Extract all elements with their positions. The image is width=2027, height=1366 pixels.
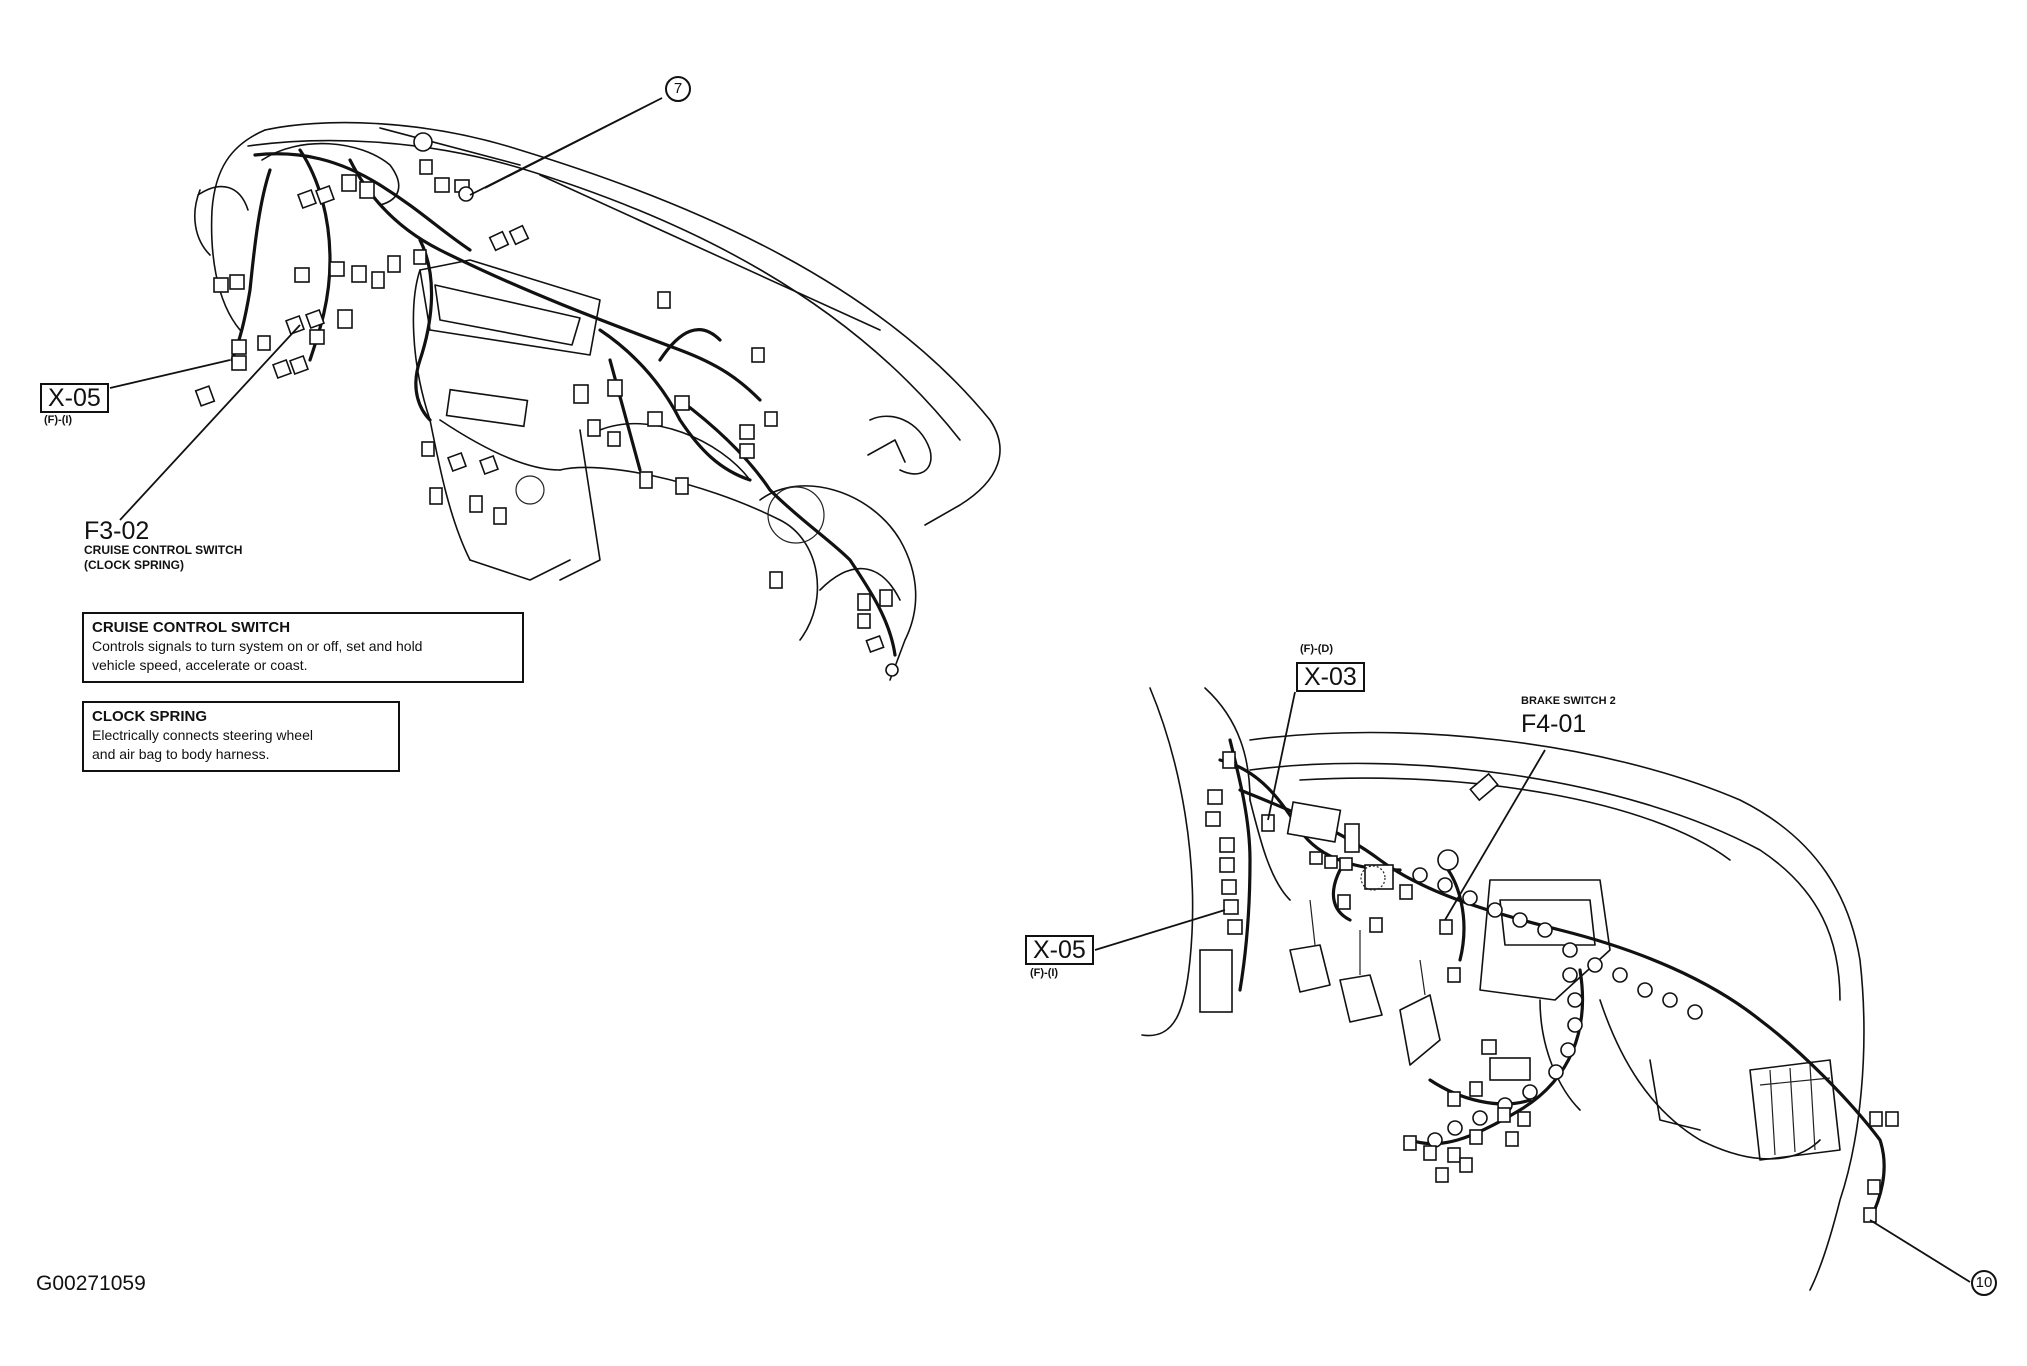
top-connectors <box>194 159 899 677</box>
callout-10-leader <box>1869 1219 1971 1283</box>
bottom-connectors <box>1199 751 1899 1223</box>
x05-connector-label-top: X-05 <box>40 383 109 413</box>
brake-switch-name: BRAKE SWITCH 2 <box>1521 695 1616 707</box>
callout-7: 7 <box>665 76 691 102</box>
f302-part-code: F3-02 <box>84 517 150 545</box>
info-box-line: Controls signals to turn system on or of… <box>92 638 423 654</box>
x03-connector-label: X-03 <box>1296 662 1365 692</box>
bottom-dashboard-illustration <box>1141 687 1899 1291</box>
f302-part-name-line1: CRUISE CONTROL SWITCH <box>84 543 243 557</box>
harness-clips <box>1412 849 1703 1148</box>
x05-connector-label-bottom: X-05 <box>1025 935 1094 965</box>
f401-leader <box>1444 749 1546 921</box>
f302-leader <box>119 324 301 521</box>
f401-part-code: F4-01 <box>1521 710 1587 738</box>
x03-leader <box>1267 691 1296 821</box>
x05-bottom-leader <box>1094 909 1226 951</box>
top-dashboard-illustration <box>194 97 1001 681</box>
info-box-title: CLOCK SPRING <box>92 708 208 725</box>
figure-id: G00271059 <box>36 1272 146 1295</box>
x05-grid-ref-top: (F)-(I) <box>44 414 73 426</box>
info-box-line: and air bag to body harness. <box>92 746 270 762</box>
clock-spring-info-box: CLOCK SPRING Electrically connects steer… <box>82 701 400 772</box>
callout-10: 10 <box>1971 1270 1997 1296</box>
x05-top-leader <box>109 359 231 389</box>
info-box-line: vehicle speed, accelerate or coast. <box>92 657 308 673</box>
info-box-line: Electrically connects steering wheel <box>92 727 313 743</box>
info-box-title: CRUISE CONTROL SWITCH <box>92 619 291 636</box>
cruise-control-switch-info-box: CRUISE CONTROL SWITCH Controls signals t… <box>82 612 524 683</box>
f302-part-name: CRUISE CONTROL SWITCH (CLOCK SPRING) <box>84 543 242 573</box>
x05-grid-ref-bottom: (F)-(I) <box>1030 967 1059 979</box>
x03-grid-ref: (F)-(D) <box>1300 643 1333 655</box>
f302-part-name-line2: (CLOCK SPRING) <box>84 558 184 572</box>
